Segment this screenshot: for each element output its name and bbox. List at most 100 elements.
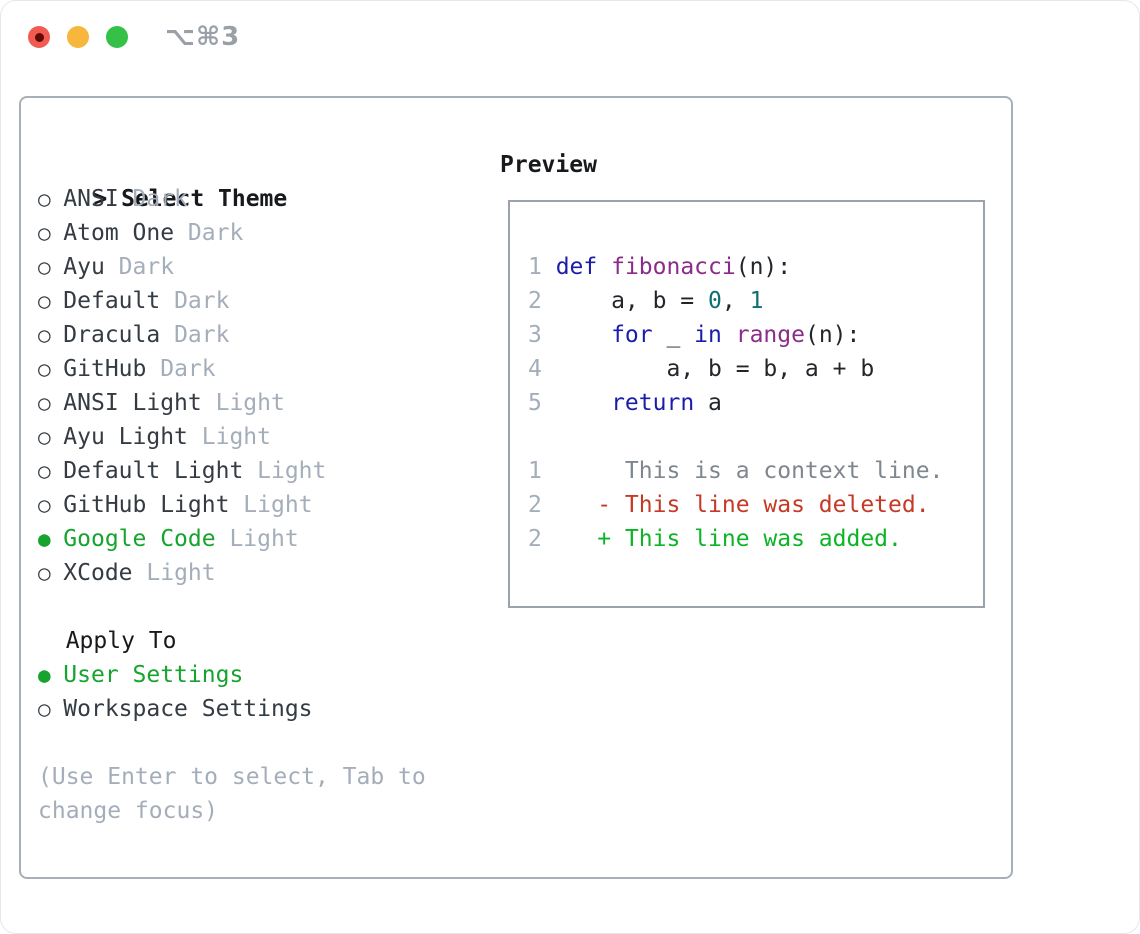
radio-unselected-icon: ○ [38,221,51,245]
hint-line-2: change focus) [38,798,219,824]
theme-name: Ayu Light [63,424,188,450]
code-token-number: 1 [749,288,764,314]
code-token-keyword: def [555,254,598,280]
theme-variant: Light [187,424,271,450]
diff-preview: 1 This is a context line.2 - This line w… [528,454,943,556]
code-token-plain [722,322,736,348]
code-line: 1 def fibonacci(n): [528,250,874,284]
theme-option-ansi-light-light[interactable]: ○ANSI Light Light [38,386,326,420]
preview-title: Preview [500,152,597,178]
diff-text: - This line was deleted. [555,492,930,518]
select-theme-header: > Select Theme [38,148,287,212]
radio-unselected-icon: ○ [38,289,51,313]
apply-to-list: ● User Settings ○ Workspace Settings [38,658,313,726]
radio-unselected-icon: ○ [38,459,51,483]
line-number: 2 [528,288,542,314]
radio-selected-icon: ● [38,663,51,687]
theme-option-ayu-dark[interactable]: ○Ayu Dark [38,250,326,284]
diff-line-deleted: 2 - This line was deleted. [528,488,943,522]
theme-option-google-code-light[interactable]: ● Google Code Light [38,522,326,556]
select-theme-title: Select Theme [121,186,288,212]
preview-box [508,200,985,608]
theme-variant: Dark [160,288,230,314]
radio-unselected-icon: ○ [38,187,51,211]
code-token-plain: (n): [804,322,861,348]
line-number: 2 [528,492,542,518]
theme-variant: Light [215,526,299,552]
code-line: 5 return a [528,386,874,420]
theme-variant: Light [243,458,327,484]
theme-name: Default Light [63,458,244,484]
theme-option-default-dark[interactable]: ○ Default Dark [38,284,326,318]
radio-unselected-icon: ○ [38,391,51,415]
theme-name: ANSI [63,186,119,212]
code-token-plain: (n): [735,254,792,280]
code-token-plain [597,254,611,280]
theme-option-dracula-dark[interactable]: ○Dracula Dark [38,318,326,352]
code-token-keyword: for [611,322,653,348]
line-number: 1 [528,458,542,484]
theme-option-ansi-dark[interactable]: ○ ANSI Dark [38,182,326,216]
minimize-button[interactable] [67,26,89,48]
theme-option-ayu-light-light[interactable]: ○Ayu Light Light [38,420,326,454]
radio-unselected-icon: ○ [38,323,51,347]
theme-option-xcode-light[interactable]: ○XCode Light [38,556,326,590]
apply-option-user-settings[interactable]: ● User Settings [38,658,313,692]
apply-to-title: Apply To [65,628,177,654]
code-token-plain [556,390,611,416]
theme-name: Dracula [63,322,161,348]
line-number: 3 [528,322,542,348]
apply-option-label: Workspace Settings [63,696,313,722]
radio-unselected-icon: ○ [38,255,51,279]
line-number: 4 [528,356,542,382]
hint-line-1: (Use Enter to select, Tab to [38,764,426,790]
diff-line-added: 2 + This line was added. [528,522,943,556]
code-token-plain: a, b = [555,288,709,314]
prompt-icon: > [93,186,108,212]
code-token-plain: _ [652,322,695,348]
diff-text: This is a context line. [555,458,944,484]
code-token-plain: a, b = b, a + b [555,356,875,382]
code-token-number: 0 [708,288,722,314]
window-title-shortcut: ⌥⌘3 [165,22,241,52]
radio-unselected-icon: ○ [38,697,51,721]
theme-name: Default [63,288,161,314]
code-token-plain [556,322,611,348]
theme-name: XCode [63,560,133,586]
close-button[interactable] [28,26,50,48]
theme-name: ANSI Light [63,390,202,416]
apply-option-label: User Settings [63,662,244,688]
code-token-function: range [735,322,805,348]
code-token-keyword: return [611,390,695,416]
line-number: 2 [528,526,542,552]
theme-variant: Dark [146,356,216,382]
theme-option-github-light-light[interactable]: ○GitHub Light Light [38,488,326,522]
theme-name: GitHub [63,356,147,382]
radio-unselected-icon: ○ [38,561,51,585]
code-line: 3 for _ in range(n): [528,318,874,352]
theme-name: Ayu [63,254,105,280]
diff-line-context: 1 This is a context line. [528,454,943,488]
code-token-plain: a [694,390,722,416]
theme-variant: Dark [174,220,244,246]
code-line: 4 a, b = b, a + b [528,352,874,386]
line-number: 1 [528,254,542,280]
theme-name: Atom One [63,220,175,246]
window-controls [28,26,128,48]
code-token-function: fibonacci [611,254,736,280]
theme-list: ○ ANSI Dark ○ Atom One Dark ○ Ayu Dark ○ Defaul… [38,182,326,590]
line-number: 5 [528,390,542,416]
theme-variant: Dark [118,186,188,212]
code-token-plain: , [721,288,750,314]
theme-variant: Light [229,492,313,518]
radio-selected-icon: ● [38,527,51,551]
theme-option-github-dark[interactable]: ○GitHub Dark [38,352,326,386]
code-line: 2 a, b = 0, 1 [528,284,874,318]
theme-option-atom-one-dark[interactable]: ○ Atom One Dark [38,216,326,250]
zoom-button[interactable] [106,26,128,48]
theme-option-default-light-light[interactable]: ○ Default Light Light [38,454,326,488]
apply-option-workspace-settings[interactable]: ○ Workspace Settings [38,692,313,726]
theme-name: GitHub Light [63,492,230,518]
theme-name: Google Code [63,526,216,552]
